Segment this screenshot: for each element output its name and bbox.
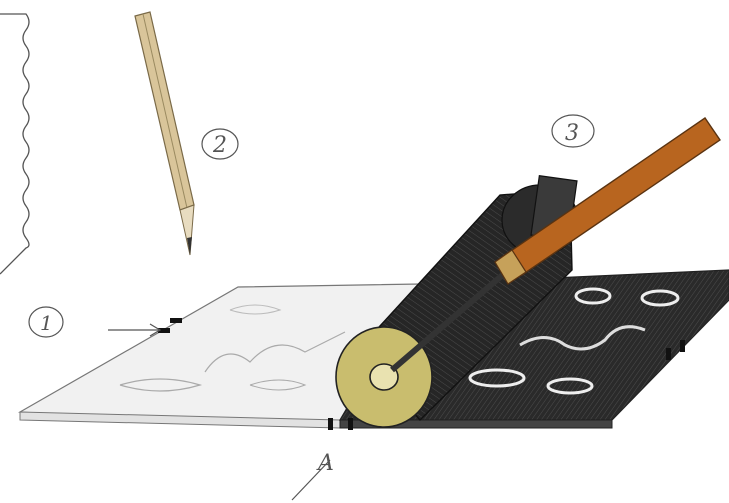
- registration-mark: [666, 348, 671, 360]
- registration-mark: [170, 318, 182, 323]
- pencil-icon: [135, 12, 194, 255]
- step-2-label: 2: [212, 133, 227, 158]
- registration-mark: [680, 340, 685, 352]
- registration-mark: [328, 418, 333, 430]
- registration-mark: [348, 418, 353, 430]
- step-1-label: 1: [40, 311, 53, 335]
- pointer-label: A: [316, 451, 334, 476]
- step-3-label: 3: [565, 121, 579, 146]
- arrow-icon: [108, 324, 160, 336]
- wavy-paper-strip: [0, 14, 29, 274]
